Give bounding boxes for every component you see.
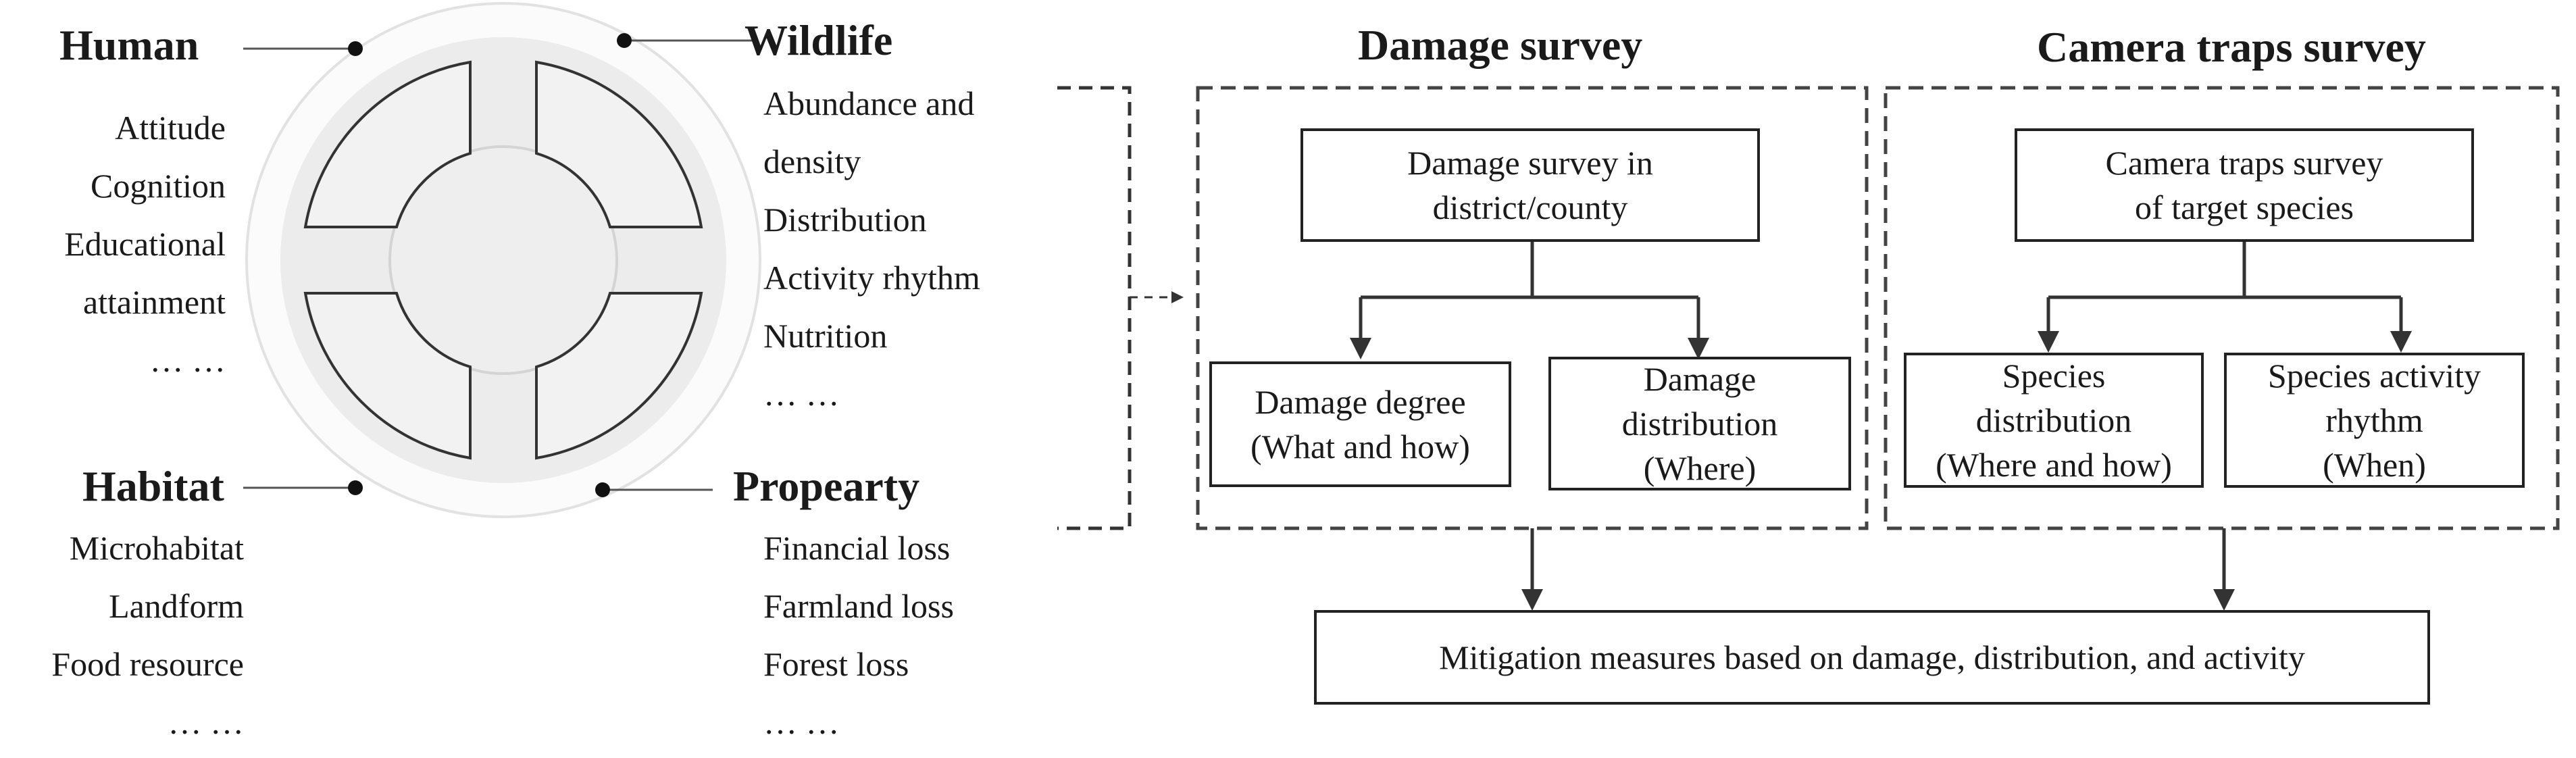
central-ring-diagram [245, 2, 761, 518]
property-item: Forest loss [763, 645, 909, 683]
ring-segment-top-right [535, 60, 703, 228]
damage-arrow-left [1350, 338, 1371, 359]
box-line: distribution [1621, 405, 1778, 443]
wildlife-item: … … [763, 375, 840, 413]
bracket-arrowhead [1171, 291, 1184, 303]
mitigation-arrow-left [1521, 589, 1543, 611]
wildlife-item: Distribution [763, 201, 927, 238]
damage-survey-district-box: Damage survey in district/county [1300, 128, 1760, 242]
habitat-item: Food resource [51, 645, 244, 683]
human-item: Attitude [115, 109, 226, 147]
property-item: Financial loss [763, 529, 951, 567]
human-item: Cognition [90, 167, 226, 205]
human-items: Attitude Cognition Educational attainmen… [64, 99, 226, 389]
property-item: Farmland loss [763, 587, 954, 625]
box-line: Damage degree [1255, 383, 1466, 421]
box-line: district/county [1432, 188, 1628, 226]
human-item: attainment [82, 283, 226, 321]
camera-tree-lines [2046, 242, 2403, 336]
mitigation-arrow-right [2213, 589, 2235, 611]
wildlife-item: Activity rhythm [763, 259, 980, 297]
camera-arrow-left [2038, 331, 2059, 353]
camera-survey-frame [1884, 86, 2560, 530]
box-line: Damage [1643, 360, 1757, 398]
species-activity-box: Species activity rhythm (When) [2224, 353, 2525, 488]
camera-survey-target-box: Camera traps survey of target species [2015, 128, 2474, 242]
ring-segment-bottom-right [535, 292, 703, 460]
wildlife-item: density [763, 143, 861, 180]
habitat-title: Habitat [82, 462, 224, 510]
habitat-item: Landform [109, 587, 244, 625]
human-item: Educational [64, 225, 226, 263]
camera-survey-title: Camera traps survey [2037, 23, 2426, 71]
habitat-item: … … [168, 703, 245, 741]
box-line: (When) [2323, 446, 2426, 484]
damage-distribution-box: Damage distribution (Where) [1548, 357, 1851, 490]
property-item: … … [763, 703, 840, 741]
property-title: Propearty [733, 462, 920, 510]
box-line: Species activity [2267, 357, 2481, 395]
box-line: Camera traps survey [2105, 144, 2383, 182]
box-line: (What and how) [1251, 428, 1470, 465]
box-line: (Where) [1643, 449, 1757, 487]
mitigation-label: Mitigation measures based on damage, dis… [1439, 638, 2305, 676]
box-line: (Where and how) [1936, 446, 2172, 484]
ring-segment-bottom-left [303, 292, 472, 460]
damage-arrow-right [1688, 338, 1709, 359]
wildlife-item: Abundance and [763, 84, 975, 122]
damage-degree-box: Damage degree (What and how) [1209, 361, 1511, 487]
habitat-item: Microhabitat [69, 529, 244, 567]
property-items: Financial loss Farmland loss Forest loss… [763, 519, 954, 751]
species-distribution-box: Species distribution (Where and how) [1904, 353, 2204, 488]
damage-survey-frame [1196, 86, 1869, 530]
wildlife-item: Nutrition [763, 317, 888, 355]
box-line: rhythm [2325, 401, 2423, 439]
camera-arrow-right [2390, 331, 2412, 353]
habitat-items: Microhabitat Landform Food resource … … [51, 519, 244, 751]
box-line: Species [2002, 357, 2106, 395]
damage-tree-lines [1359, 242, 1700, 343]
human-item: … … [149, 341, 226, 379]
box-line: of target species [2135, 188, 2354, 226]
ring-segment-top-left [303, 60, 472, 228]
box-line: Damage survey in [1407, 144, 1653, 182]
wildlife-title: Wildlife [744, 16, 893, 64]
wildlife-items: Abundance and density Distribution Activ… [763, 74, 980, 423]
leader-lines [243, 33, 757, 497]
mitigation-measures-box: Mitigation measures based on damage, dis… [1314, 610, 2430, 705]
damage-survey-title: Damage survey [1358, 21, 1643, 69]
dashed-bracket [1057, 86, 1181, 530]
mitigation-lines [1530, 528, 2226, 595]
human-title: Human [59, 21, 199, 69]
box-line: distribution [1975, 401, 2132, 439]
